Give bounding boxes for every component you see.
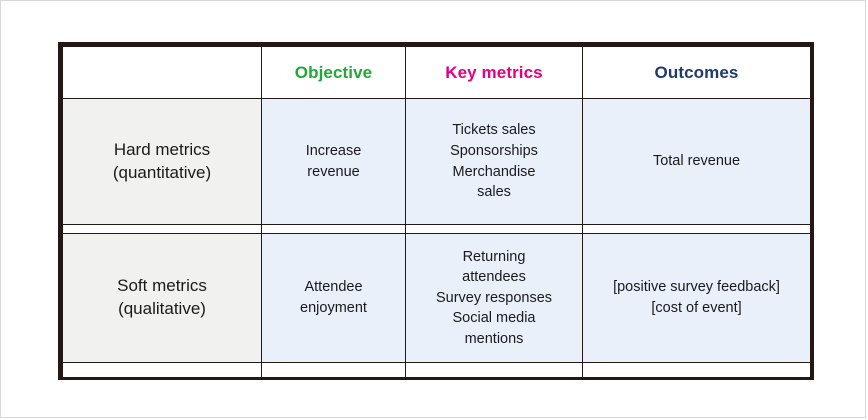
cell-line-2: [cost of event] [651, 300, 742, 316]
row-label-line-2: (qualitative) [118, 299, 206, 318]
cell-hard-objective: Increase revenue [261, 98, 406, 225]
cell-line-1: Increase [305, 142, 362, 159]
footer-cell-2 [261, 362, 406, 378]
cell-line-2: Sponsorships [450, 142, 538, 159]
cell-line-5: mentions [464, 330, 524, 347]
cell-soft-objective: Attendee enjoyment [261, 233, 406, 363]
cell-line-2: revenue [307, 163, 360, 180]
header-cell-blank [62, 46, 262, 99]
cell-line-1: Tickets sales [452, 122, 536, 139]
row-label-hard-metrics: Hard metrics (quantitative) [62, 98, 262, 225]
cell-line-1: Attendee [304, 279, 363, 296]
cell-line-2: attendees [462, 269, 526, 286]
metrics-table: Objective Key metrics Outcomes Hard metr… [58, 42, 814, 380]
spacer-cell-2 [261, 224, 406, 234]
spacer-cell-1 [62, 224, 262, 234]
cell-soft-outcomes: [positive survey feedback] [cost of even… [582, 233, 811, 363]
row-label-line-1: Soft metrics [117, 276, 207, 296]
row-label-line-2: (quantitative) [112, 162, 212, 182]
footer-cell-3 [405, 362, 583, 378]
header-cell-key-metrics: Key metrics [405, 46, 583, 99]
cell-line-4: Social media [452, 310, 536, 327]
footer-cell-4 [582, 362, 811, 378]
header-cell-objective: Objective [261, 46, 406, 99]
metrics-grid: Objective Key metrics Outcomes Hard metr… [62, 46, 811, 378]
cell-line-3: Survey responses [435, 289, 553, 306]
cell-hard-key-metrics: Tickets sales Sponsorships Merchandise s… [405, 98, 583, 225]
cell-line-1: Total revenue [652, 153, 741, 170]
cell-line-1: Returning [462, 248, 526, 265]
cell-line-3: Merchandise [452, 163, 536, 180]
table-row-soft-metrics: Soft metrics (qualitative) Attendee enjo… [62, 233, 811, 363]
spacer-cell-3 [405, 224, 583, 234]
table-footer-row [62, 362, 811, 378]
row-label-line-1: Hard metrics [113, 139, 211, 159]
cell-line-4: sales [477, 184, 511, 201]
cell-line-2: enjoyment [300, 300, 367, 316]
cell-hard-outcomes: Total revenue [582, 98, 811, 225]
cell-soft-key-metrics: Returning attendees Survey responses Soc… [405, 233, 583, 363]
row-label-soft-metrics: Soft metrics (qualitative) [62, 233, 262, 363]
spacer-cell-4 [582, 224, 811, 234]
table-row-hard-metrics: Hard metrics (quantitative) Increase rev… [62, 98, 811, 225]
footer-cell-1 [62, 362, 262, 378]
table-header-row: Objective Key metrics Outcomes [62, 46, 811, 99]
cell-line-1: [positive survey feedback] [613, 279, 780, 296]
table-spacer-row [62, 224, 811, 234]
header-cell-outcomes: Outcomes [582, 46, 811, 99]
